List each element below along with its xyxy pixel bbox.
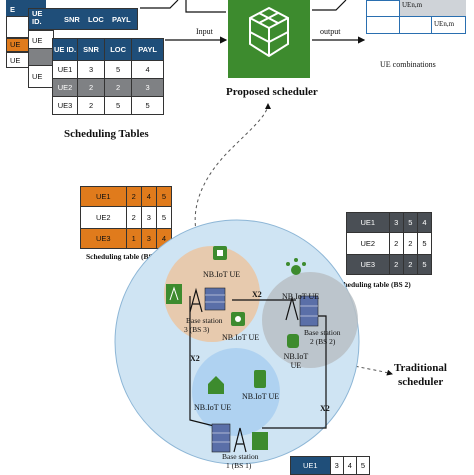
cell: 5 <box>355 456 371 475</box>
ue-combinations-caption: UE combinations <box>380 60 436 69</box>
traditional-scheduler-line1: Traditional <box>394 362 447 374</box>
cell: UE3 <box>346 254 390 275</box>
table-row: UE3 2 5 5 <box>52 96 164 115</box>
cell: 3 <box>329 456 344 475</box>
cell: UE1 <box>290 456 331 475</box>
bs3-label-line1: Base station <box>186 316 223 325</box>
bs1-ue-house-icon <box>208 376 224 394</box>
bs2-ue-tree-icon <box>287 334 299 348</box>
bs1-label-line1: Base station <box>222 452 259 461</box>
cell: 5 <box>416 254 433 275</box>
bs1-ue-right-label: NB.IoT UE <box>242 392 280 401</box>
table-row: UE1 3 4 5 <box>290 456 371 475</box>
cell: 3 <box>131 78 164 97</box>
cell: 5 <box>104 96 133 115</box>
bs2-tower-icon <box>285 295 319 327</box>
front-h1: SNR <box>76 38 106 61</box>
back1-h2: LOC <box>88 15 104 24</box>
front-scheduling-table: UE ID. SNR LOC PAYL UE1 3 5 4 UE2 2 2 3 … <box>52 38 164 115</box>
bs1-ue-phone-icon <box>254 370 266 388</box>
back1-h3: PAYL <box>112 15 131 24</box>
bs3-ue-device-icon <box>231 312 245 326</box>
cell: 5 <box>416 232 433 255</box>
cell: 5 <box>402 212 418 233</box>
proposed-scheduler-box[interactable] <box>228 0 310 78</box>
cell: 5 <box>155 206 173 229</box>
bs3-table-caption: Scheduling table (BS 3) <box>86 252 161 261</box>
bs1-scheduling-table: UE1 3 4 5 <box>290 456 371 475</box>
bs2-label-line2: 2 (BS 2) <box>310 337 336 346</box>
back1-h1: SNR <box>64 15 80 24</box>
x2-label-top: X2 <box>252 290 262 299</box>
front-h0: UE ID. <box>52 38 78 61</box>
front-h2: LOC <box>104 38 133 61</box>
bs3-scheduling-table: UE1 2 4 5 UE2 2 3 5 UE3 1 3 4 <box>80 186 173 249</box>
back-label-0: E <box>10 5 16 14</box>
scheduler-cube-icon <box>249 6 289 58</box>
back-label-1: UE <box>10 40 21 49</box>
bs1-label-line2: 1 (BS 1) <box>226 461 252 470</box>
back-label-4: UE <box>32 72 43 81</box>
bs2-ue-top-label: NB.IoT UE <box>282 292 320 301</box>
proposed-scheduler-title: Proposed scheduler <box>226 86 318 98</box>
cell: UE2 <box>52 78 78 97</box>
table-row: UE3 1 3 4 <box>80 228 173 249</box>
bs3-ue-top-label: NB.IoT UE <box>203 270 241 279</box>
x2-label-right: X2 <box>320 404 330 413</box>
table-row: UE3 2 2 5 <box>346 254 433 275</box>
bs2-table-caption: Scheduling table (BS 2) <box>336 280 411 289</box>
cell: 2 <box>125 206 142 229</box>
cell: 4 <box>342 456 357 475</box>
table-row: UE2 2 3 5 <box>80 206 173 229</box>
bs1-ue-left-label: NB.IoT UE <box>194 403 232 412</box>
back1-h0: UE ID. <box>32 9 43 26</box>
x2-label-left: X2 <box>190 354 200 363</box>
ue-combinations-grid: UEn,m UEn,m <box>366 0 466 34</box>
back-label-2: UE <box>10 56 21 65</box>
bs2-ue-bottom-label: NB.IoT UE <box>283 352 309 370</box>
frame-line <box>140 0 179 9</box>
table-row: UE2 2 2 5 <box>346 232 433 255</box>
input-label: Input <box>196 27 213 36</box>
traditional-scheduler-line2: scheduler <box>398 376 444 388</box>
table-row: UE1 3 5 4 <box>346 212 433 233</box>
cell: 5 <box>131 96 164 115</box>
output-frame <box>312 0 347 11</box>
table-row: UE2 2 2 3 <box>52 78 164 97</box>
cell: 4 <box>131 60 164 79</box>
cell: UE3 <box>52 96 78 115</box>
bs3-ue-chip-icon <box>213 246 227 260</box>
cell: UE3 <box>80 228 127 249</box>
output-label: output <box>320 27 341 36</box>
frame-line-2 <box>185 0 226 13</box>
bs2-scheduling-table: UE1 3 5 4 UE2 2 2 5 UE3 2 2 5 <box>346 212 433 275</box>
bs1-tower-icon <box>211 423 268 453</box>
back-label-3: UE <box>32 36 43 45</box>
bs2-label-line1: Base station <box>304 328 341 337</box>
bs3-tower-icon <box>166 284 226 313</box>
bs2-ue-network-icon <box>286 258 306 275</box>
cell: UE2 <box>80 206 127 229</box>
scheduling-tables-caption: Scheduling Tables <box>64 128 149 140</box>
cell: 4 <box>416 212 433 233</box>
ue-comb-cell-1: UEn,m <box>434 20 455 28</box>
cell: 2 <box>388 232 404 255</box>
cell: 2 <box>76 96 106 115</box>
cell: 3 <box>76 60 106 79</box>
bs3-label-line2: 3 (BS 3) <box>184 325 210 334</box>
x2-link-bs3-bs1 <box>189 296 223 429</box>
cell: UE1 <box>80 186 127 207</box>
dashed-link-traditional <box>337 361 393 376</box>
bs3-ue-bottom-label: NB.IoT UE <box>222 333 260 342</box>
cell: UE2 <box>346 232 390 255</box>
cell: 5 <box>104 60 133 79</box>
cell: 2 <box>76 78 106 97</box>
cell: 2 <box>125 186 142 207</box>
front-h3: PAYL <box>131 38 164 61</box>
ue-comb-cell-0: UEn,m <box>402 1 423 9</box>
